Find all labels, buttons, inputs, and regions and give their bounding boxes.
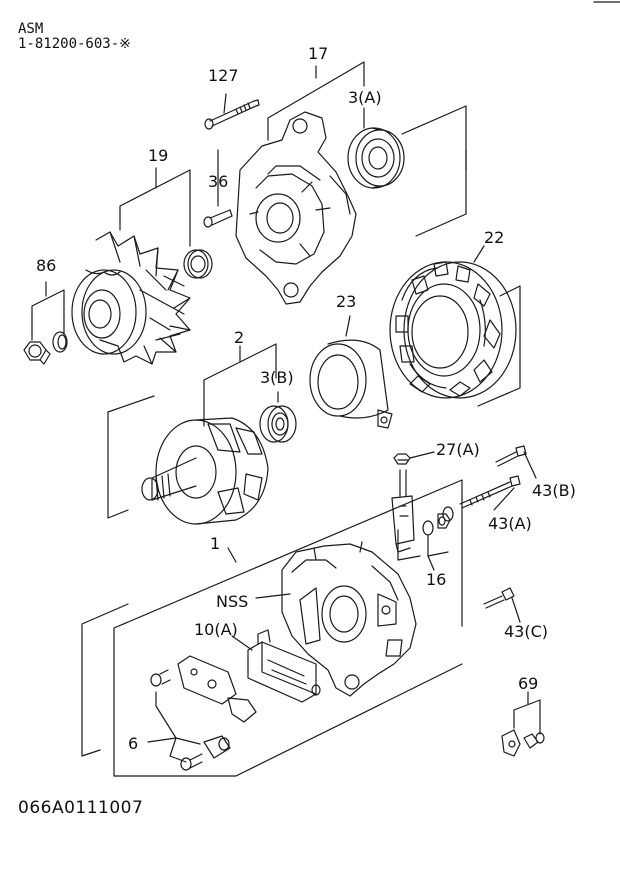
callout-2: 2 xyxy=(234,328,245,347)
part-3a-bearing xyxy=(347,127,405,189)
diagram-code: 066A0111007 xyxy=(18,798,144,818)
assembly-part-number: 1-81200-603-※ xyxy=(18,35,131,52)
bracket-2 xyxy=(107,395,155,519)
leader-86 xyxy=(31,289,65,341)
part-22-stator xyxy=(389,261,517,399)
leader-16-right xyxy=(427,535,449,557)
callout-10a: 10(A) xyxy=(194,620,238,639)
leader-6-a xyxy=(155,691,201,745)
callout-43c: 43(C) xyxy=(504,622,549,641)
leader-6-b xyxy=(169,737,187,763)
bracket-1 xyxy=(113,479,463,777)
part-43b-bolt xyxy=(495,445,527,467)
callout-22: 22 xyxy=(484,228,505,247)
callout-6: 6 xyxy=(128,734,139,753)
leader-6 xyxy=(147,737,177,743)
part-2-rotor xyxy=(141,417,269,525)
callout-43a: 43(A) xyxy=(488,514,532,533)
callout-19: 19 xyxy=(148,146,169,165)
lock-washer xyxy=(52,331,68,353)
part-69-clip xyxy=(501,729,545,757)
callout-43b: 43(B) xyxy=(532,481,576,500)
part-127-through-bolt xyxy=(204,99,260,130)
leader-19 xyxy=(119,169,191,247)
leader-10a xyxy=(231,635,253,651)
part-16-washers xyxy=(422,513,451,536)
callout-36: 36 xyxy=(208,172,229,191)
part-23-cover xyxy=(309,339,393,429)
part-43a-bolt xyxy=(442,475,521,522)
part-10a-regulator xyxy=(247,629,321,703)
callout-3b: 3(B) xyxy=(260,368,294,387)
leader-16-left xyxy=(397,529,421,561)
leader-27a xyxy=(409,451,435,459)
part-86-nut xyxy=(23,341,51,365)
leader-43a xyxy=(493,487,515,511)
callout-16: 16 xyxy=(426,570,447,589)
bracket-1-bottom xyxy=(113,663,463,777)
part-36-screw xyxy=(203,209,233,228)
callout-23: 23 xyxy=(336,292,357,311)
leader-43b xyxy=(523,451,537,479)
part-43c-screw xyxy=(483,587,515,609)
assembly-label: ASM 1-81200-603-※ xyxy=(18,22,131,51)
callout-17: 17 xyxy=(308,44,329,63)
leader-22 xyxy=(473,245,485,263)
leader-23 xyxy=(345,315,351,337)
part-nss-rear-housing xyxy=(281,541,417,697)
callout-nss: NSS xyxy=(216,592,249,611)
part-6-screws xyxy=(150,669,230,771)
part-3b-bearing xyxy=(259,405,297,443)
leader-127 xyxy=(223,93,227,114)
part-6-rectifier xyxy=(177,655,257,759)
bracket-22 xyxy=(477,285,521,407)
callout-69: 69 xyxy=(518,674,539,693)
leader-nss xyxy=(255,593,291,599)
part-19-pulley xyxy=(71,269,147,355)
part-27a-nut xyxy=(393,453,411,465)
leader-17 xyxy=(267,61,365,141)
leader-69 xyxy=(513,699,541,735)
part-17-front-housing xyxy=(235,111,357,305)
bracket-1-left xyxy=(81,603,129,757)
callout-3a: 3(A) xyxy=(348,88,382,107)
callout-86: 86 xyxy=(36,256,57,275)
callout-1: 1 xyxy=(210,534,221,553)
leader-1 xyxy=(227,547,237,563)
callout-127: 127 xyxy=(208,66,239,85)
leader-16 xyxy=(427,555,435,571)
part-terminal-bolt xyxy=(391,469,415,553)
part-19-fan xyxy=(95,231,191,365)
spacer-collar xyxy=(183,249,213,279)
leader-43c xyxy=(511,597,521,623)
assembly-title: ASM xyxy=(18,21,44,37)
bracket-3a xyxy=(401,105,467,237)
callout-27a: 27(A) xyxy=(436,440,480,459)
